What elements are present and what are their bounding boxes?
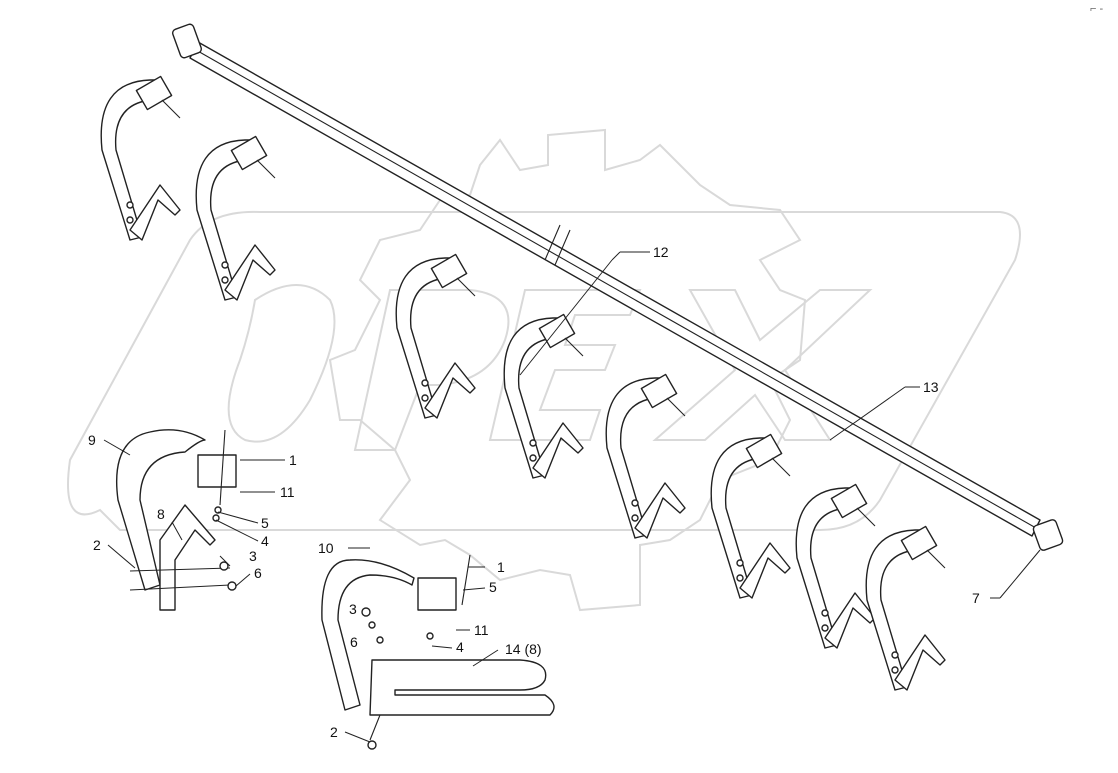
callout-6: 6 [254, 565, 262, 581]
callout-11b: 11 [474, 622, 489, 638]
tine-unit-4 [503, 313, 584, 479]
tine-unit-5 [605, 373, 686, 539]
callout-2: 2 [93, 537, 101, 553]
callout-12: 12 [653, 244, 669, 260]
tine-unit-3 [395, 253, 476, 419]
callout-5: 5 [261, 515, 269, 531]
clamp-part-11b [417, 577, 457, 611]
nut-part-4b [426, 632, 434, 640]
watermark-gear [328, 128, 807, 612]
callout-11: 11 [280, 484, 295, 500]
callout-3: 3 [249, 548, 257, 564]
tine-unit-2 [195, 135, 276, 301]
leader-lines [103, 251, 1041, 743]
nut-part-6 [227, 581, 237, 591]
end-cap-part-7 [1032, 519, 1064, 551]
clamp-part-11 [197, 454, 237, 488]
nut-part-4 [212, 514, 220, 522]
mounted-tine-units [100, 75, 946, 691]
bolt-part-1 [219, 429, 226, 506]
callout-8: 8 [157, 506, 165, 522]
callout-13: 13 [923, 379, 939, 395]
washer-part-3b [361, 607, 371, 617]
tine-part-9 [116, 429, 206, 591]
fork-part-14 [369, 659, 555, 716]
tine-unit-6 [710, 433, 791, 599]
tine-unit-1 [100, 75, 181, 241]
callout-1b: 1 [497, 559, 505, 575]
callout-14: 14 (8) [505, 641, 542, 657]
callout-7: 7 [972, 590, 980, 606]
corner-mark: ⌐ - [1090, 3, 1103, 15]
washer-part-6b [376, 636, 384, 644]
tine-unit-8 [865, 525, 946, 691]
callout-5b: 5 [489, 579, 497, 595]
plate-part-8 [159, 504, 216, 611]
exploded-assembly-b [321, 554, 555, 750]
exploded-assembly-a [116, 429, 237, 611]
callout-2b: 2 [330, 724, 338, 740]
bolt-part-2a [129, 567, 231, 572]
callout-1: 1 [289, 452, 297, 468]
callout-labels: 12 13 9 1 11 5 4 8 2 3 6 10 1 5 3 11 6 4… [88, 3, 1103, 740]
callout-6b: 6 [350, 634, 358, 650]
callout-10: 10 [318, 540, 334, 556]
tine-unit-7 [795, 483, 876, 649]
callout-4: 4 [261, 533, 269, 549]
bolt-part-1b [461, 554, 471, 606]
washer-part-5 [214, 506, 222, 514]
callout-9: 9 [88, 432, 96, 448]
tine-part-10 [321, 559, 415, 711]
bolt-part-2b [369, 714, 381, 741]
end-cap-left [171, 23, 203, 59]
callout-4b: 4 [456, 639, 464, 655]
callout-3b: 3 [349, 601, 357, 617]
washer-part-3 [219, 561, 229, 571]
shaft-part-12 [171, 23, 1041, 537]
